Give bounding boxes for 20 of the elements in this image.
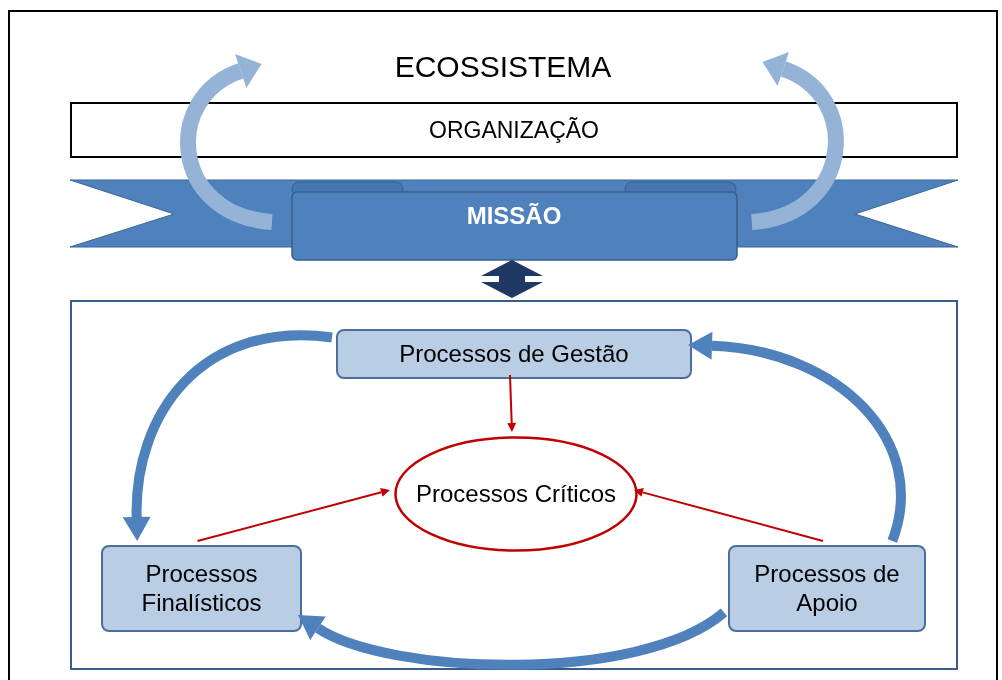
process-box <box>101 545 302 632</box>
arrow <box>122 330 333 541</box>
node-label: MISSÃO <box>466 201 562 231</box>
title-text: ECOSSISTEMA <box>393 49 613 85</box>
arrow <box>296 608 727 670</box>
arrow <box>196 487 390 542</box>
ecosystem-frame <box>8 10 998 680</box>
process-frame <box>70 300 958 670</box>
block-arrow <box>481 260 543 298</box>
node-label: Processos Críticos <box>415 479 617 509</box>
node-label: ORGANIZAÇÃO <box>429 115 599 145</box>
arrow <box>507 374 517 432</box>
arrow <box>688 331 906 543</box>
node-label: Processos de Apoio <box>753 559 901 618</box>
node-label: Processos de Gestão <box>399 339 629 369</box>
process-box <box>336 329 692 379</box>
node-label: Processos Finalísticos <box>140 559 263 618</box>
process-box <box>728 545 926 632</box>
organization-band <box>70 102 958 158</box>
arrow <box>634 488 824 542</box>
